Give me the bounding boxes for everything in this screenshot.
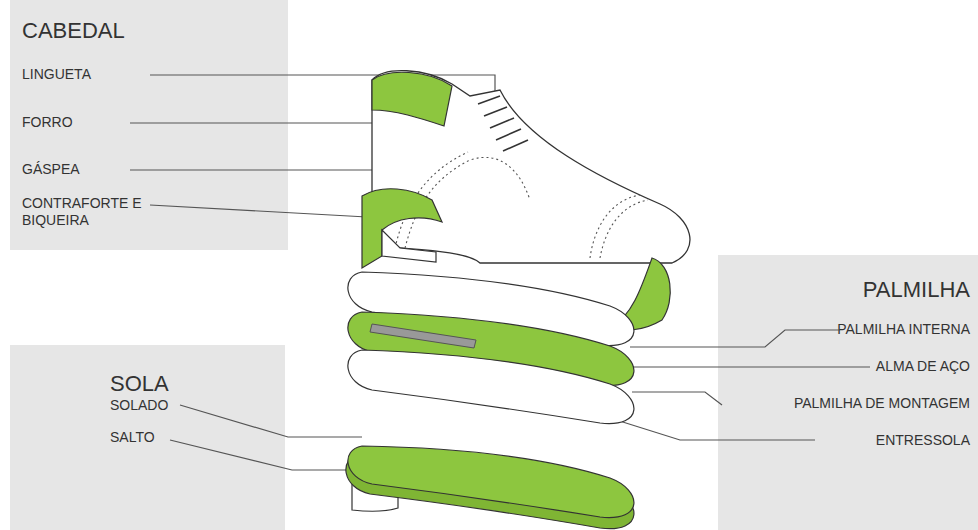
category-heading: SOLA	[110, 371, 169, 397]
category-heading: PALMILHA	[863, 277, 970, 303]
category-panel: SOLASOLADO SALTO	[10, 345, 285, 530]
part-label: PALMILHA INTERNA	[837, 321, 970, 338]
midsole	[348, 350, 634, 424]
inner-insole	[348, 272, 634, 346]
part-label: SOLADO	[110, 397, 168, 414]
category-panel: CABEDAL LINGUETA FORRO GÁSPEA CONTRAFORTE E …	[10, 0, 288, 250]
stitch-lines	[395, 152, 648, 258]
leader-line	[150, 205, 385, 218]
leader-line	[170, 440, 360, 470]
leader-line	[180, 405, 362, 437]
leader-line	[632, 392, 722, 405]
shoe-laces	[478, 96, 528, 151]
steel-shank	[370, 324, 476, 348]
toe-cap	[612, 258, 670, 330]
part-label: CONTRAFORTE E BIQUEIRA	[22, 195, 157, 229]
leader-line	[610, 418, 815, 440]
outsole	[348, 446, 634, 518]
heel-counter-side	[382, 230, 436, 262]
leader-line	[470, 366, 870, 367]
leader-line	[630, 330, 840, 347]
category-heading: CABEDAL	[22, 18, 125, 44]
shoe-lining	[372, 72, 452, 126]
leader-line	[150, 75, 495, 98]
part-label: ALMA DE AÇO	[876, 358, 970, 375]
leader-line	[130, 170, 560, 228]
part-label: FORRO	[22, 114, 73, 131]
part-label: GÁSPEA	[22, 161, 80, 178]
category-panel: PALMILHA PALMILHA INTERNA ALMA DE AÇO PALMI…	[718, 255, 978, 530]
leader-line	[130, 122, 442, 123]
part-label: ENTRESSOLA	[876, 432, 970, 449]
heel-counter	[362, 189, 442, 268]
lasting-board	[348, 312, 634, 386]
part-label: PALMILHA DE MONTAGEM	[794, 395, 970, 412]
outsole-edge	[346, 454, 634, 529]
part-label: SALTO	[110, 429, 155, 446]
part-label: LINGUETA	[22, 66, 91, 83]
heel-block	[352, 474, 398, 511]
leader-lines	[130, 75, 870, 470]
shoe-upper	[372, 71, 690, 263]
